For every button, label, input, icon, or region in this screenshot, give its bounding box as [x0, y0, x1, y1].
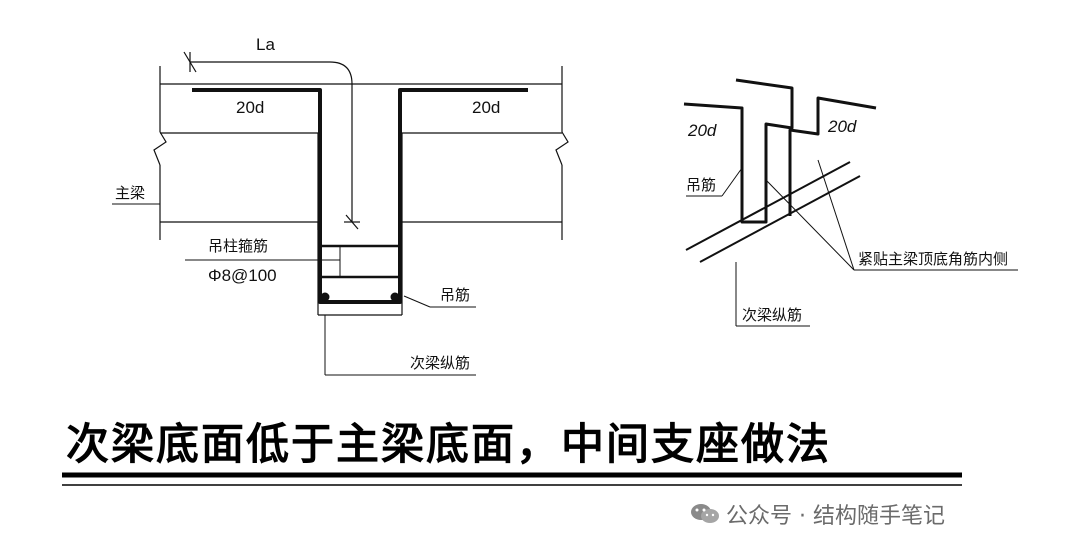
iso-hanger-bars	[683, 78, 877, 224]
hanger-label: 吊筋	[440, 286, 470, 304]
iso-hanger-label: 吊筋	[686, 176, 716, 194]
iso-secondary-long-bar-label: 次梁纵筋	[742, 306, 802, 324]
section-view	[112, 51, 569, 376]
main-beam-outline	[153, 66, 569, 240]
section-right-20d-label: 20d	[472, 98, 500, 117]
page-title: 次梁底面低于主梁底面，中间支座做法	[66, 420, 831, 470]
stirrups	[320, 244, 400, 279]
wechat-icon	[690, 502, 720, 532]
secondary-beam-outline	[317, 133, 403, 316]
bottom-bar-right	[390, 292, 400, 302]
anchor-length-label: La	[256, 35, 275, 54]
source-text: 公众号 · 结构随手笔记	[726, 504, 945, 529]
leaders	[112, 203, 476, 376]
iso-view	[683, 78, 1018, 327]
iso-leaders	[686, 159, 1018, 327]
secondary-long-bar-label: 次梁纵筋	[410, 354, 470, 372]
source-footer: 公众号 · 结构随手笔记	[690, 498, 945, 532]
section-left-20d-label: 20d	[236, 98, 264, 117]
hanger-bars	[192, 88, 528, 304]
iso-contact-note: 紧贴主梁顶底角筋内侧	[858, 250, 1008, 268]
stirrup-spec: Φ8@100	[208, 266, 277, 285]
iso-left-20d-label: 20d	[687, 121, 717, 140]
iso-right-20d-label: 20d	[827, 117, 857, 136]
anchor-bar	[183, 51, 360, 230]
iso-long-bars	[685, 161, 861, 263]
bottom-bar-left	[320, 292, 330, 302]
main-beam-label: 主梁	[115, 184, 145, 202]
stirrup-label: 吊柱箍筋	[208, 237, 268, 255]
